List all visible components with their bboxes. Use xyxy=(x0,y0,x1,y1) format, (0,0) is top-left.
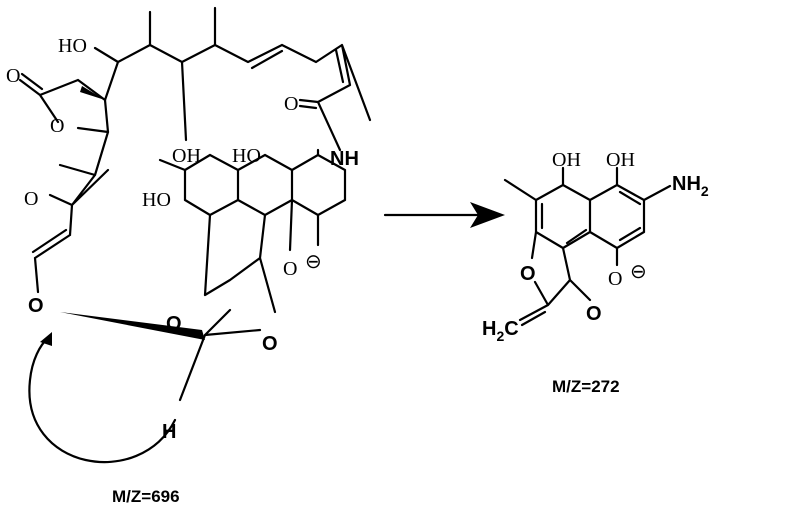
minus-sign: ⊖ xyxy=(630,261,647,283)
label-oh: OH xyxy=(172,145,201,167)
chain-bonds xyxy=(93,6,372,152)
label-h2c: H2C xyxy=(482,318,519,344)
furanone-bonds xyxy=(178,308,262,402)
label-o: O xyxy=(50,115,64,137)
label-oh: OH xyxy=(606,149,635,171)
methyl-wedge xyxy=(80,86,105,100)
label-o-ketone: O xyxy=(586,303,602,325)
reaction-arrow xyxy=(383,202,505,228)
label-o-phenolate: O xyxy=(608,268,622,290)
label-o-ketone: O xyxy=(262,333,278,355)
product-molecule: OH OH NH2 O O O ⊖ H2C M/Z=272 xyxy=(482,149,709,396)
label-o-phenolate: O xyxy=(283,258,297,280)
label-o-furan: O xyxy=(520,263,536,285)
label-h: H xyxy=(162,421,176,443)
label-o-furan: O xyxy=(166,313,182,335)
label-o: O xyxy=(284,93,298,115)
label-oh: OH xyxy=(552,149,581,171)
label-o-methoxy: O xyxy=(24,188,38,210)
label-o: O xyxy=(6,65,20,87)
label-ho: HO xyxy=(142,189,171,211)
label-ho: HO xyxy=(232,145,261,167)
product-mz-label: M/Z=272 xyxy=(552,377,620,396)
label-nh: NH xyxy=(330,148,359,170)
reactant-molecule: HO OH O O O NH HO HO O ⊖ O O O O H M/Z=6… xyxy=(6,6,372,506)
product-bonds xyxy=(503,166,672,327)
label-nh2: NH2 xyxy=(672,173,709,199)
lactone-bonds xyxy=(18,72,110,134)
label-ho: HO xyxy=(58,35,87,57)
lower-chain-bonds xyxy=(31,130,110,294)
aromatic-bonds xyxy=(158,148,347,314)
curved-arrowhead xyxy=(40,332,52,346)
minus-sign: ⊖ xyxy=(305,251,322,273)
reactant-mz-label: M/Z=696 xyxy=(112,487,180,506)
curved-arrow xyxy=(28,336,177,464)
ansa-wedge xyxy=(60,312,205,340)
label-o-enol: O xyxy=(28,295,44,317)
